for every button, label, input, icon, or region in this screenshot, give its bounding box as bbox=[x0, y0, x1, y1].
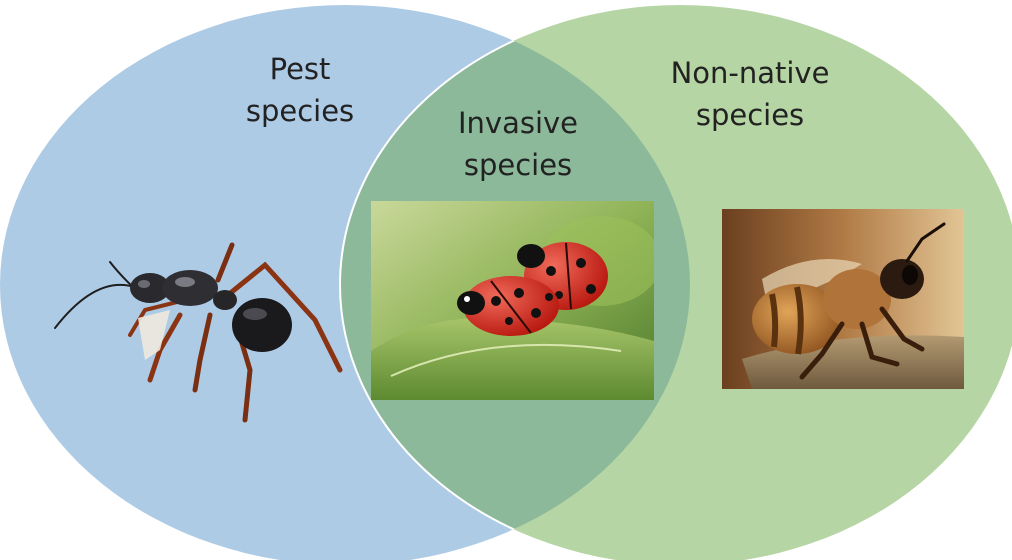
non-native-label-line-1: Non-native bbox=[660, 52, 840, 94]
invasive-label-line-1: Invasive bbox=[448, 102, 588, 144]
ant-photo bbox=[50, 240, 350, 430]
ladybug-photo bbox=[371, 201, 654, 400]
non-native-species-label: Non-native species bbox=[660, 52, 840, 136]
invasive-species-label: Invasive species bbox=[448, 102, 588, 186]
honeybee-photo bbox=[722, 209, 964, 389]
pest-species-label: Pest species bbox=[230, 48, 370, 132]
invasive-label-line-2: species bbox=[448, 144, 588, 186]
pest-label-line-2: species bbox=[230, 90, 370, 132]
non-native-label-line-2: species bbox=[660, 94, 840, 136]
pest-label-line-1: Pest bbox=[230, 48, 370, 90]
